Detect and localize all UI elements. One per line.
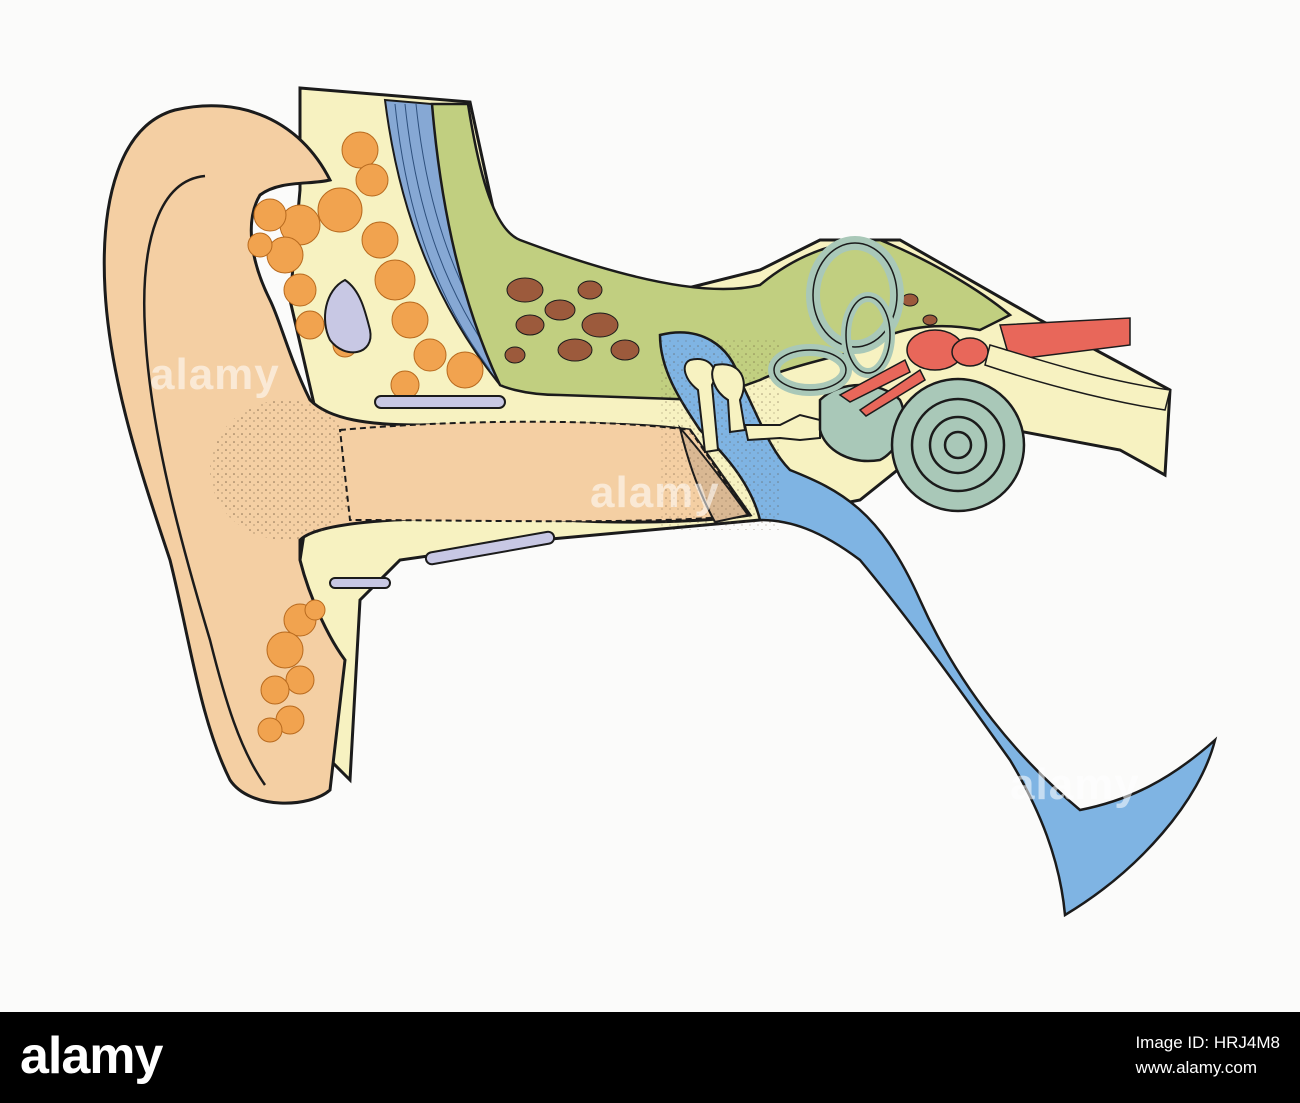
image-id: Image ID: HRJ4M8 — [1135, 1033, 1280, 1052]
stapes — [743, 413, 821, 442]
malleus — [683, 358, 720, 454]
footer-url[interactable]: www.alamy.com — [1135, 1058, 1257, 1077]
vein-band-1 — [374, 395, 506, 409]
helix-rim — [143, 174, 267, 786]
fat-tissue-upper — [247, 131, 484, 400]
ossicles — [683, 358, 821, 454]
vein-upper — [324, 278, 372, 354]
watermark-center: alamy — [590, 468, 720, 517]
vein-band-3 — [329, 577, 391, 589]
bone-marrow-cavities — [504, 277, 938, 364]
watermark-right: alamy — [1010, 760, 1140, 809]
vein-band-2 — [424, 530, 556, 566]
ear-anatomy-illustration — [102, 86, 1218, 918]
vestibulocochlear-nerve — [838, 317, 1131, 417]
watermark-left: alamy — [150, 350, 280, 399]
inner-ear — [768, 236, 1026, 513]
fat-tissue-lower — [257, 599, 326, 743]
footer-bar: alamy Image ID: HRJ4M8 www.alamy.com — [0, 1012, 1300, 1103]
temporal-bone — [430, 102, 1013, 402]
footer-meta: Image ID: HRJ4M8 www.alamy.com — [1135, 1030, 1280, 1080]
footer-logo[interactable]: alamy — [20, 1027, 163, 1085]
concha-shading — [210, 400, 360, 540]
nerve-sheath — [984, 344, 1171, 411]
